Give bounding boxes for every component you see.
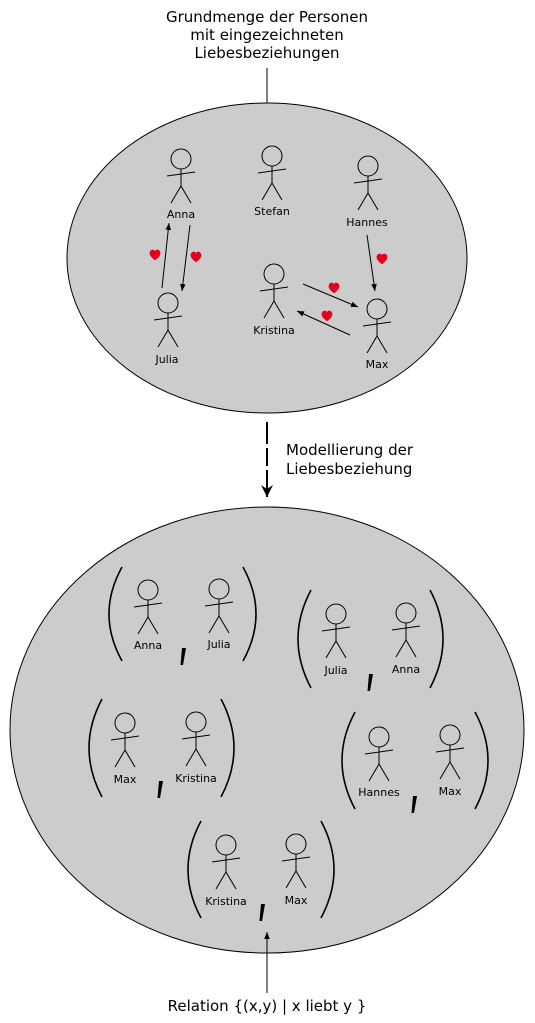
person-name-label: Max xyxy=(366,358,389,371)
heart-icon xyxy=(321,310,333,322)
comma-separator xyxy=(157,781,163,798)
heart-icon xyxy=(149,249,161,261)
top-caption-line-3: Liebesbeziehungen xyxy=(194,44,339,62)
stick-figure-icon xyxy=(204,578,234,634)
stick-figure-icon xyxy=(281,833,311,889)
person-max: Max xyxy=(362,298,392,371)
stick-figure-icon xyxy=(353,155,383,211)
left-parenthesis xyxy=(108,566,123,662)
person-name-label: Stefan xyxy=(254,205,290,218)
top-caption-line-2: mit eingezeichneten xyxy=(190,26,343,44)
left-parenthesis xyxy=(341,711,356,810)
stick-figure-icon xyxy=(321,603,351,659)
stick-figure-icon xyxy=(110,712,140,768)
person-hannes: Hannes xyxy=(346,155,388,229)
love-arrow-anna-to-julia xyxy=(180,224,191,292)
right-parenthesis xyxy=(474,711,489,810)
person-name-label: Kristina xyxy=(253,324,295,337)
stick-figure-icon xyxy=(257,145,287,201)
stick-figure-icon xyxy=(391,602,421,658)
right-parenthesis xyxy=(220,698,235,798)
pair-first-label: Hannes xyxy=(358,786,400,799)
comma-separator xyxy=(367,674,373,691)
ordered-pair: Max Kristina xyxy=(88,698,235,798)
ordered-pair: Hannes Max xyxy=(341,711,489,813)
middle-caption-line-2: Liebesbeziehung xyxy=(286,460,412,478)
person-anna: Anna xyxy=(166,148,196,221)
love-arrow-julia-to-anna xyxy=(161,222,172,289)
stick-figure-icon xyxy=(133,579,163,635)
pair-second-label: Kristina xyxy=(175,772,217,785)
stick-figure-icon xyxy=(181,711,211,767)
right-parenthesis xyxy=(242,566,257,662)
ordered-pair: Kristina Max xyxy=(187,820,335,921)
top-caption-line-1: Grundmenge der Personen xyxy=(166,8,368,26)
love-arrow-kristina-to-max xyxy=(302,283,359,308)
heart-icon xyxy=(190,251,202,263)
love-arrow-max-to-kristina xyxy=(296,310,351,336)
pair-second-label: Anna xyxy=(392,663,420,676)
love-arrow-hannes-to-max xyxy=(366,234,377,292)
heart-icon xyxy=(328,282,340,294)
person-name-label: Julia xyxy=(154,353,178,366)
person-set-ellipse xyxy=(66,102,468,414)
relation-ellipse xyxy=(9,506,525,954)
left-parenthesis xyxy=(88,698,103,798)
pair-second-label: Max xyxy=(439,785,462,798)
bottom-caption: Relation {(x,y) | x liebt y } xyxy=(168,997,367,1015)
pair-first-label: Kristina xyxy=(205,895,247,908)
pair-first-label: Anna xyxy=(134,639,162,652)
stick-figure-icon xyxy=(435,724,465,780)
pair-first-label: Julia xyxy=(323,664,347,677)
pair-second-label: Julia xyxy=(206,638,230,651)
stick-figure-icon xyxy=(153,292,183,348)
comma-separator xyxy=(259,904,265,921)
right-parenthesis xyxy=(429,589,444,689)
left-parenthesis xyxy=(187,820,202,919)
stick-figure-icon xyxy=(211,834,241,890)
person-stefan: Stefan xyxy=(254,145,290,218)
middle-caption-line-1: Modellierung der xyxy=(286,441,414,459)
right-parenthesis xyxy=(320,820,335,919)
comma-separator xyxy=(180,648,186,665)
left-parenthesis xyxy=(297,589,312,689)
pair-first-label: Max xyxy=(114,773,137,786)
person-kristina: Kristina xyxy=(253,263,295,337)
heart-icon xyxy=(376,253,388,265)
stick-figure-icon xyxy=(166,148,196,204)
comma-separator xyxy=(411,796,417,813)
ordered-pair: Anna Julia xyxy=(108,566,257,665)
ordered-pair: Julia Anna xyxy=(297,589,444,691)
stick-figure-icon xyxy=(362,298,392,354)
stick-figure-icon xyxy=(364,726,394,782)
stick-figure-icon xyxy=(259,263,289,319)
pair-second-label: Max xyxy=(285,894,308,907)
person-name-label: Hannes xyxy=(346,216,388,229)
person-julia: Julia xyxy=(153,292,183,366)
person-name-label: Anna xyxy=(167,208,195,221)
